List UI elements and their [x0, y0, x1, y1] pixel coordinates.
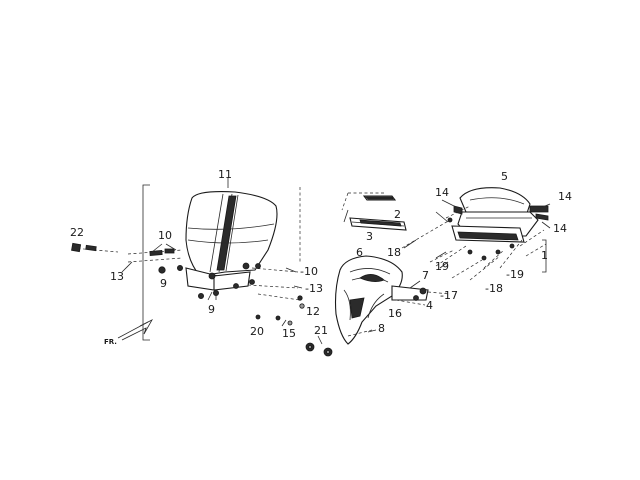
- callout-16: 16: [388, 307, 402, 320]
- callout-12: 12: [306, 305, 320, 318]
- callout-7: 7: [422, 269, 429, 282]
- callout-18-b: -18: [485, 282, 503, 295]
- callout-10-a: 10: [158, 229, 172, 242]
- windscreen-assembly: [71, 178, 305, 341]
- callout-9-a: 9: [160, 277, 167, 290]
- inner-panel: [334, 255, 403, 345]
- callout-13-a: 13: [110, 270, 124, 283]
- callout-22: 22: [70, 226, 84, 239]
- callout-1: 1: [541, 249, 548, 262]
- callout-8: 8: [378, 322, 385, 335]
- callout-19-b: -19: [506, 268, 524, 281]
- callout-14-a: 14: [435, 186, 449, 199]
- callout-6: 6: [356, 246, 363, 259]
- top-cover-assembly: [401, 187, 549, 281]
- front-direction-label: FR.: [104, 338, 117, 346]
- trim-strip-assembly: [341, 192, 407, 231]
- callout-leaders: [121, 203, 551, 345]
- callout-13-b: -13: [305, 282, 323, 295]
- callout-2: 2: [394, 208, 401, 221]
- callout-14-c: 14: [553, 222, 567, 235]
- callout-9-b: 9: [208, 303, 215, 316]
- callout-3: 3: [366, 230, 373, 243]
- callout-18-a: 18: [387, 246, 401, 259]
- callout-labels: 1 2 3 4 5 6 7 8 9 9 10 -10 11 12 13 -13 …: [70, 168, 572, 340]
- callout-20: 20: [250, 325, 264, 338]
- callout-21: 21: [314, 324, 328, 337]
- callout-15: 15: [282, 327, 296, 340]
- inner-panel-assembly: [305, 255, 451, 357]
- callout-11: 11: [218, 168, 232, 181]
- callout-19-a: 19: [435, 260, 449, 273]
- front-direction-arrow: FR.: [104, 319, 154, 346]
- callout-14-b: 14: [558, 190, 572, 203]
- callout-17: -17: [440, 289, 458, 302]
- callout-4: 4: [426, 299, 433, 312]
- top-cover: [459, 187, 531, 217]
- callout-10-b: -10: [300, 265, 318, 278]
- callout-5: 5: [501, 170, 508, 183]
